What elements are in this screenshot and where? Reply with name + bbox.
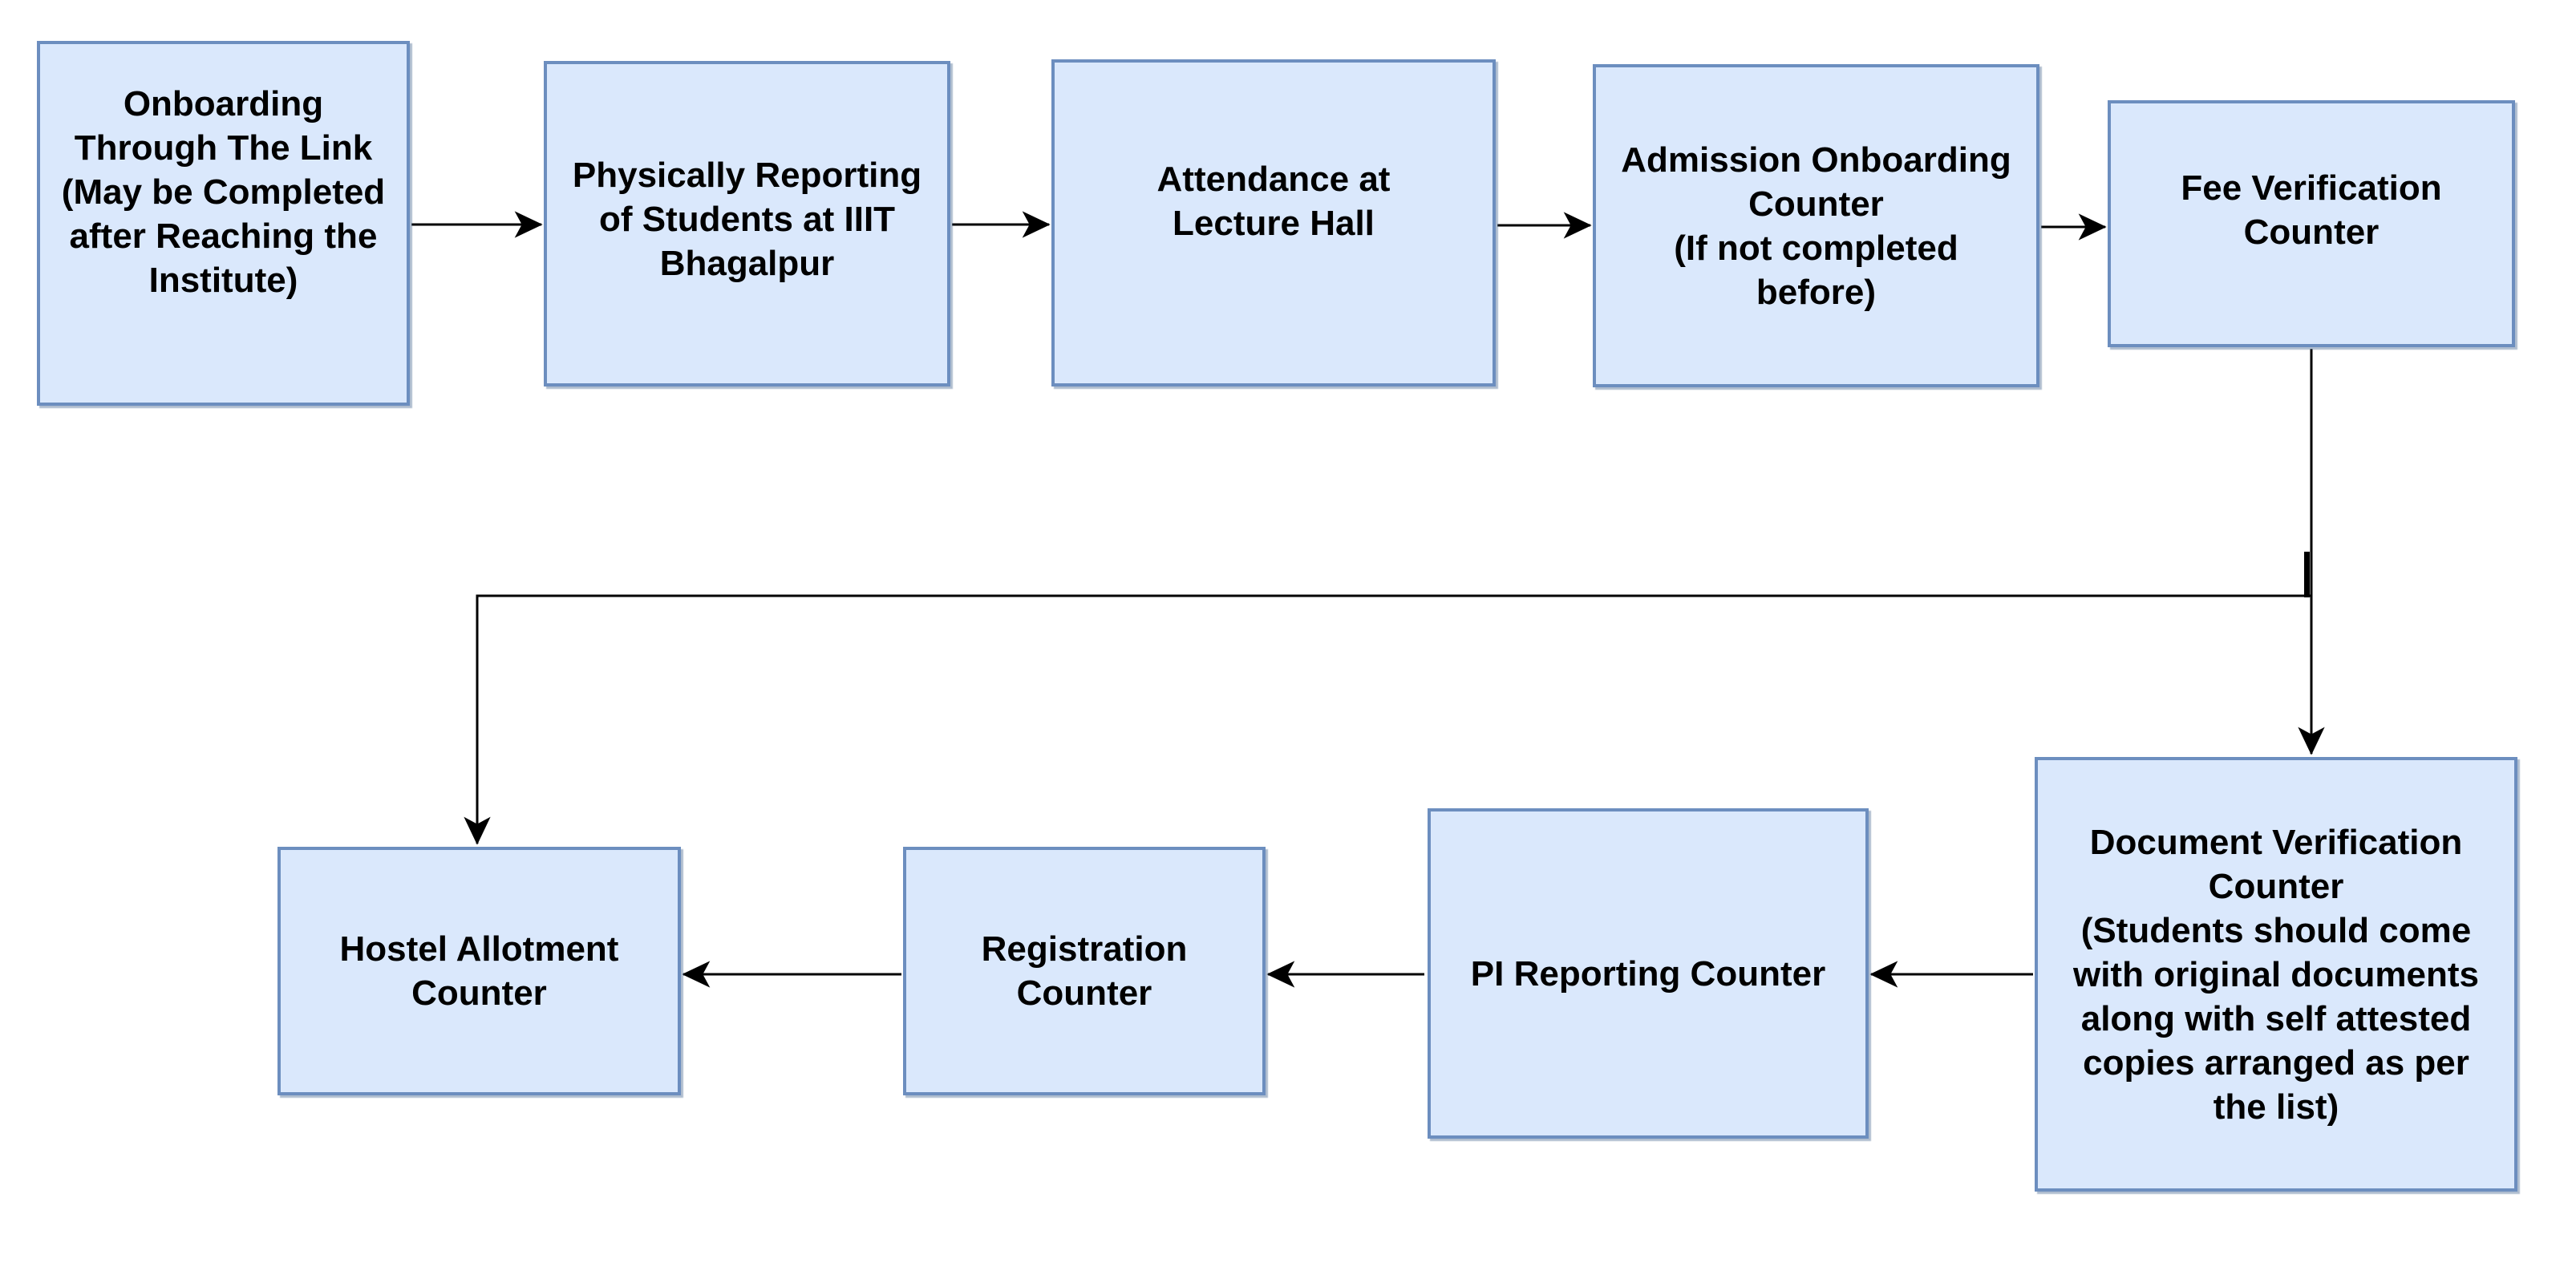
node-physically-reporting: Physically Reporting of Students at IIIT… [544,61,950,387]
node-attendance-lecture-hall: Attendance at Lecture Hall [1051,59,1496,387]
node-registration-counter: Registration Counter [903,847,1266,1095]
node-admission-onboarding-counter: Admission Onboarding Counter (If not com… [1593,64,2039,387]
node-hostel-allotment-counter: Hostel Allotment Counter [277,847,681,1095]
node-fee-verification-counter: Fee Verification Counter [2108,100,2515,347]
junction-tick [2304,552,2310,597]
node-onboarding-through-link: Onboarding Through The Link (May be Comp… [37,41,410,406]
node-document-verification-counter: Document Verification Counter (Students … [2035,757,2517,1192]
node-pi-reporting-counter: PI Reporting Counter [1428,808,1869,1139]
